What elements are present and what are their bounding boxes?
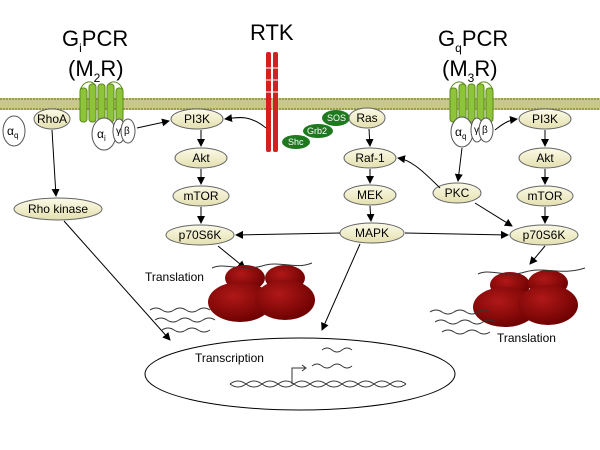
ribosome-left-icon — [208, 262, 315, 322]
node-pkc: PKC — [432, 182, 482, 204]
rtk-receptor-icon — [264, 52, 280, 152]
node-rho-kinase: Rho kinase — [13, 197, 103, 221]
alpha-q-subunit-left: αq — [2, 115, 26, 147]
node-akt-left: Akt — [174, 147, 228, 169]
svg-text:SOS: SOS — [327, 113, 346, 123]
node-p70s6k-right: p70S6K — [509, 224, 579, 246]
node-akt-right: Akt — [518, 147, 572, 169]
transcription-label: Transcription — [195, 351, 264, 365]
svg-text:Ras: Ras — [356, 111, 377, 125]
node-mtor-left: mTOR — [172, 185, 230, 207]
grb2-adaptor: Grb2 — [303, 124, 333, 138]
alpha-i-subunit: αi — [91, 117, 117, 151]
translation-right-label: Translation — [497, 331, 556, 345]
m2r-receptor-icon — [79, 81, 124, 123]
ribosome-right-icon — [473, 267, 586, 327]
gi-pcr-title: GiPCR — [62, 26, 128, 55]
mrna-right-icon — [429, 309, 496, 335]
svg-text:γ: γ — [116, 126, 121, 137]
pathway-arrows — [51, 114, 549, 341]
svg-text:αi: αi — [97, 127, 106, 143]
shc-adaptor: Shc — [282, 135, 310, 149]
svg-text:Grb2: Grb2 — [307, 126, 327, 136]
svg-text:mTOR: mTOR — [527, 189, 562, 203]
node-pi3k-right: PI3K — [518, 108, 572, 130]
node-p70s6k-left: p70S6K — [165, 224, 235, 246]
gq-pcr-title: GqPCR — [438, 26, 508, 55]
svg-text:Akt: Akt — [536, 151, 554, 165]
svg-text:β: β — [124, 126, 130, 137]
svg-text:β: β — [482, 125, 488, 136]
svg-text:RhoA: RhoA — [37, 112, 67, 126]
m3r-receptor-icon — [449, 81, 494, 123]
mrna-left-icon — [149, 307, 216, 333]
node-mapk: MAPK — [339, 222, 405, 244]
svg-text:PI3K: PI3K — [184, 112, 210, 126]
node-ras: Ras — [348, 107, 386, 129]
svg-text:Rho kinase: Rho kinase — [28, 202, 88, 216]
rtk-title: RTK — [250, 20, 294, 45]
svg-text:Shc: Shc — [288, 137, 304, 147]
svg-text:MAPK: MAPK — [355, 226, 389, 240]
svg-text:p70S6K: p70S6K — [179, 228, 222, 242]
node-mek: MEK — [343, 184, 397, 206]
dna-icon — [229, 347, 407, 388]
svg-text:αq: αq — [455, 125, 466, 141]
gq-pcr-subtitle: (M3R) — [442, 56, 498, 85]
node-mtor-right: mTOR — [516, 185, 574, 207]
svg-text:Raf-1: Raf-1 — [355, 151, 385, 165]
svg-text:Akt: Akt — [192, 151, 210, 165]
node-pi3k-left: PI3K — [170, 108, 224, 130]
svg-text:PI3K: PI3K — [532, 112, 558, 126]
svg-text:MEK: MEK — [357, 188, 383, 202]
beta-subunit-left: β — [120, 118, 136, 144]
svg-text:αq: αq — [7, 124, 18, 140]
svg-text:p70S6K: p70S6K — [523, 228, 566, 242]
translation-left-label: Translation — [145, 270, 204, 284]
svg-text:mTOR: mTOR — [183, 189, 218, 203]
sos-adaptor: SOS — [322, 110, 350, 126]
svg-text:γ: γ — [474, 125, 479, 136]
beta-subunit-right: β — [478, 117, 494, 143]
node-rhoa: RhoA — [33, 108, 71, 130]
gi-pcr-subtitle: (M2R) — [68, 56, 124, 85]
alpha-q-subunit-right: αq — [450, 116, 474, 148]
node-raf1: Raf-1 — [343, 147, 397, 169]
svg-text:PKC: PKC — [445, 186, 470, 200]
nucleus-ellipse — [144, 337, 456, 411]
